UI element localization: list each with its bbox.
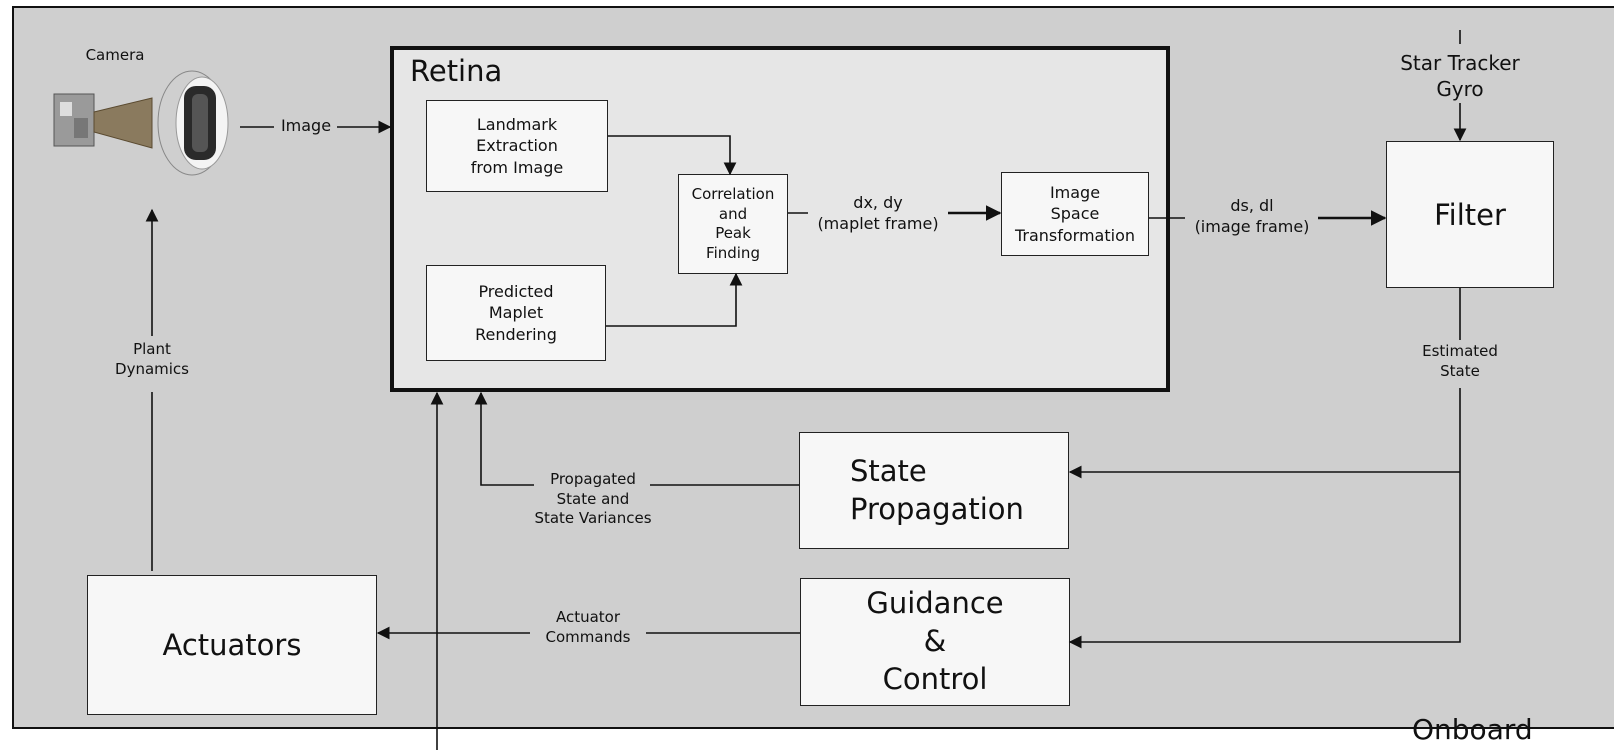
filter-block: Filter: [1386, 141, 1554, 288]
star-tracker-label: Star Tracker Gyro: [1400, 51, 1520, 101]
correlation-block: Correlation and Peak Finding: [678, 174, 788, 274]
retina-title: Retina: [410, 54, 503, 88]
actuator-commands-label: Actuator Commands: [545, 608, 631, 646]
maplet-rendering-block: Predicted Maplet Rendering: [426, 265, 606, 361]
image-edge-label: Image: [280, 116, 332, 135]
dsdl-edge-label: ds, dl (image frame): [1194, 196, 1310, 236]
plant-dynamics-label: Plant Dynamics: [115, 340, 189, 378]
propagated-state-label: Propagated State and State Variances: [534, 470, 652, 527]
state-propagation-block: State Propagation: [799, 432, 1069, 549]
image-space-block: Image Space Transformation: [1001, 172, 1149, 256]
landmark-extraction-block: Landmark Extraction from Image: [426, 100, 608, 192]
camera-graphic: [52, 68, 232, 178]
guidance-control-block: Guidance & Control: [800, 578, 1070, 706]
dxdy-edge-label: dx, dy (maplet frame): [817, 193, 939, 233]
estimated-state-label: Estimated State: [1422, 342, 1498, 380]
camera-label: Camera: [85, 46, 145, 64]
actuators-block: Actuators: [87, 575, 377, 715]
onboard-label: Onboard: [1412, 713, 1533, 746]
